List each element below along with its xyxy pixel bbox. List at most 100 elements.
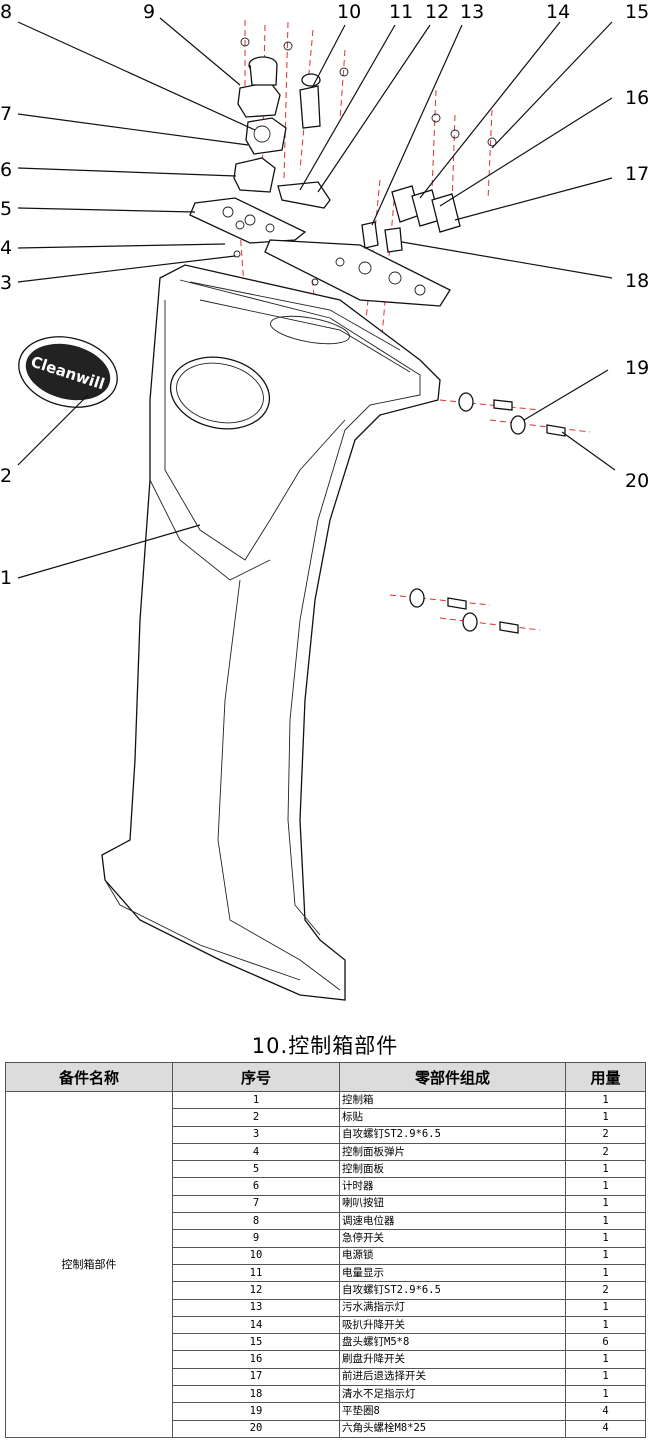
component-name-cell: 喇叭按钮 (339, 1194, 566, 1214)
serial-no-cell: 15 (172, 1333, 340, 1352)
callout-5: 5 (0, 198, 12, 220)
serial-no-cell: 18 (172, 1385, 340, 1404)
quantity-cell: 2 (565, 1142, 646, 1162)
serial-no-cell: 19 (172, 1402, 340, 1421)
serial-no-cell: 13 (172, 1298, 340, 1317)
header-part-name: 备件名称 (5, 1062, 173, 1092)
serial-no-cell: 9 (172, 1229, 340, 1248)
quantity-cell: 4 (565, 1419, 646, 1438)
serial-no-cell: 6 (172, 1177, 340, 1196)
quantity-cell: 6 (565, 1333, 646, 1352)
serial-no-cell: 14 (172, 1315, 340, 1335)
serial-no-cell: 17 (172, 1367, 340, 1387)
quantity-cell: 1 (565, 1194, 646, 1214)
component-name-cell: 污水满指示灯 (339, 1298, 566, 1317)
quantity-cell: 2 (565, 1281, 646, 1300)
component-name-cell: 电量显示 (339, 1263, 566, 1283)
panel-components (233, 37, 566, 634)
cleanwill-badge: Cleanwill (18, 336, 118, 408)
header-serial-no: 序号 (172, 1062, 340, 1092)
component-name-cell: 平垫圈8 (339, 1402, 566, 1421)
serial-no-cell: 10 (172, 1246, 340, 1265)
quantity-cell: 1 (565, 1385, 646, 1404)
quantity-cell: 1 (565, 1298, 646, 1317)
header-quantity: 用量 (565, 1062, 646, 1092)
component-name-cell: 计时器 (339, 1177, 566, 1196)
callout-9: 9 (143, 1, 155, 23)
callout-1: 1 (0, 567, 12, 589)
callout-14: 14 (546, 1, 570, 23)
component-name-cell: 电源锁 (339, 1246, 566, 1265)
quantity-cell: 1 (565, 1160, 646, 1179)
callout-8: 8 (0, 1, 12, 23)
serial-no-cell: 2 (172, 1108, 340, 1127)
callout-6: 6 (0, 159, 12, 181)
serial-no-cell: 4 (172, 1142, 340, 1162)
component-name-cell: 标贴 (339, 1108, 566, 1127)
quantity-cell: 1 (565, 1108, 646, 1127)
callout-19: 19 (625, 357, 649, 379)
component-name-cell: 六角头螺栓M8*25 (339, 1419, 566, 1438)
quantity-cell: 1 (565, 1263, 646, 1283)
component-name-cell: 调速电位器 (339, 1212, 566, 1231)
leader-lines (17, 17, 616, 579)
callout-20: 20 (625, 470, 649, 492)
exploded-view-diagram: Cleanwill (0, 1, 649, 1001)
serial-no-cell: 16 (172, 1350, 340, 1369)
component-name-cell: 控制面板弹片 (339, 1142, 566, 1162)
quantity-cell: 1 (565, 1350, 646, 1369)
callout-7: 7 (0, 103, 12, 125)
quantity-cell: 4 (565, 1402, 646, 1421)
component-name-cell: 急停开关 (339, 1229, 566, 1248)
serial-no-cell: 20 (172, 1419, 340, 1438)
control-panel-plates (189, 197, 451, 307)
callout-18: 18 (625, 270, 649, 292)
component-name-cell: 控制面板 (339, 1160, 566, 1179)
callout-12: 12 (425, 1, 449, 23)
serial-no-cell: 3 (172, 1125, 340, 1144)
component-name-cell: 清水不足指示灯 (339, 1385, 566, 1404)
quantity-cell: 1 (565, 1246, 646, 1265)
component-name-cell: 控制箱 (339, 1090, 566, 1110)
quantity-cell: 1 (565, 1315, 646, 1335)
control-box-housing (101, 264, 441, 1001)
serial-no-cell: 1 (172, 1090, 340, 1110)
quantity-cell: 1 (565, 1090, 646, 1110)
callout-10: 10 (337, 1, 361, 23)
quantity-cell: 1 (565, 1212, 646, 1231)
table-header-row: 备件名称 序号 零部件组成 用量 (5, 1062, 646, 1092)
component-name-cell: 前进后退选择开关 (339, 1367, 566, 1387)
callout-15: 15 (625, 1, 649, 23)
callout-3: 3 (0, 272, 12, 294)
component-name-cell: 刷盘升降开关 (339, 1350, 566, 1369)
callout-17: 17 (625, 163, 649, 185)
callout-2: 2 (0, 465, 12, 487)
callout-4: 4 (0, 237, 12, 259)
callout-numbers: 1 2 3 4 5 6 7 8 9 10 11 12 13 14 15 16 1… (0, 1, 649, 589)
quantity-cell: 1 (565, 1367, 646, 1387)
serial-no-cell: 8 (172, 1212, 340, 1231)
serial-no-cell: 12 (172, 1281, 340, 1300)
component-name-cell: 吸扒升降开关 (339, 1315, 566, 1335)
section-title: 10.控制箱部件 (251, 1034, 399, 1058)
component-name-cell: 自攻螺钉ST2.9*6.5 (339, 1125, 566, 1144)
header-components: 零部件组成 (339, 1062, 566, 1092)
component-name-cell: 盘头螺钉M5*8 (339, 1333, 566, 1352)
callout-16: 16 (625, 87, 649, 109)
serial-no-cell: 11 (172, 1263, 340, 1283)
quantity-cell: 1 (565, 1229, 646, 1248)
